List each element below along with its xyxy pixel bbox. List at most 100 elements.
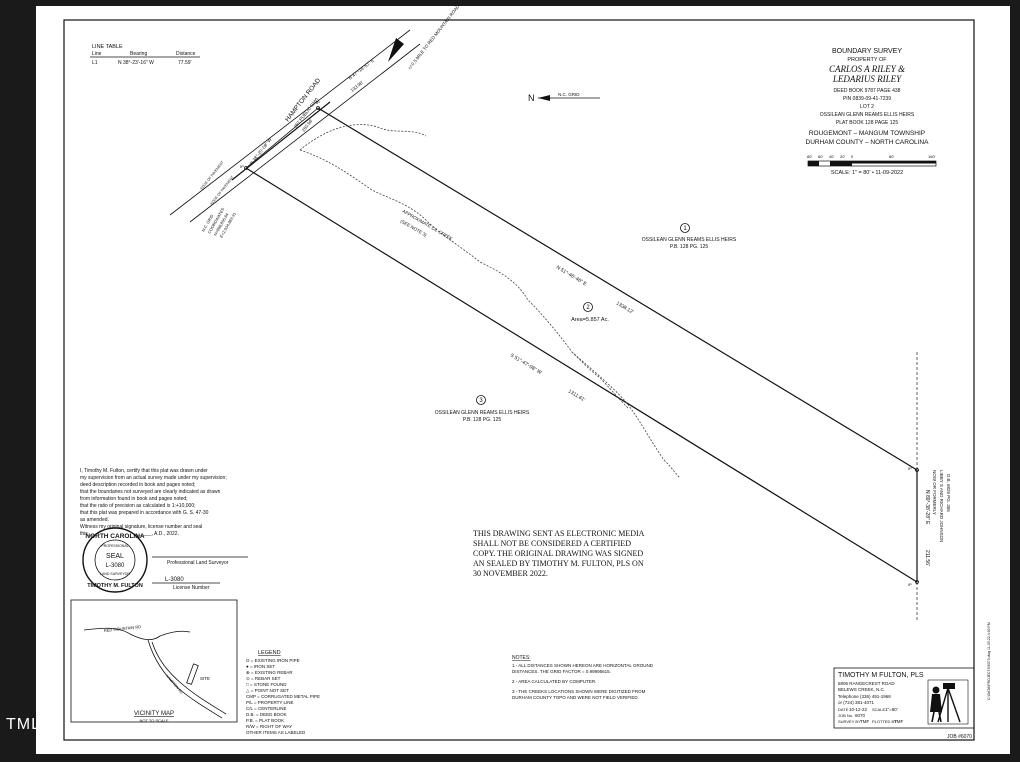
lot-labels: 1 OSSILEAN GLENN REAMS ELLIS HEIRS P.B. … xyxy=(435,223,737,423)
certification-line: as amended. xyxy=(80,517,109,523)
title-lot: LOT 2 xyxy=(860,104,874,110)
lot-3-number: 3 xyxy=(479,398,483,404)
line-table-header-line: Line xyxy=(92,51,102,57)
scale-tick-label: 20' xyxy=(840,154,845,159)
seal-number: L-3080 xyxy=(106,563,125,569)
scale-tick-label: 40' xyxy=(829,154,834,159)
date-value: 10-12-22 xyxy=(849,707,868,712)
lot-2-circle xyxy=(583,302,593,312)
line-table-cell-bearing: N 38°-23'-16" W xyxy=(118,60,154,66)
title-county: DURHAM COUNTY – NORTH CAROLINA xyxy=(806,139,930,146)
vicinity-site-label: SITE xyxy=(200,676,210,681)
seal-professional: PROFESSIONAL xyxy=(101,544,128,548)
title-heading: BOUNDARY SURVEY xyxy=(832,48,902,55)
parcel-boundary: IP IP N 51°-46'-46" E 1338.12' S 51°-47'… xyxy=(245,107,951,620)
date-label: DATE xyxy=(838,707,849,712)
surveyor-address: BELEWS CREEK, N.C. xyxy=(838,687,885,692)
note-line: DURHAM COUNTY TOPO AND WERE NOT FIELD VE… xyxy=(512,695,639,700)
lot-3-name: OSSILEAN GLENN REAMS ELLIS HEIRS xyxy=(435,410,530,416)
legend-item: R/W = RIGHT OF WAY xyxy=(246,724,292,729)
lot-2-area: Area=5.857 Ac. xyxy=(571,317,609,323)
line-table-cell-line: L1 xyxy=(92,60,98,66)
road-edge-pavement xyxy=(169,29,411,216)
certification-line: that this plat was prepared in accordanc… xyxy=(80,510,209,516)
vicinity-map-subtitle: NOT TO SCALE xyxy=(139,718,168,723)
iron-pipe-label: IP xyxy=(908,582,912,587)
scale-bar-segment xyxy=(808,161,819,166)
vicinity-map-frame xyxy=(70,599,238,723)
north-property-line xyxy=(317,107,918,471)
line-table-title: LINE TABLE xyxy=(92,44,123,50)
job-label: JOB No. xyxy=(838,713,853,718)
iron-pipe-label: IP xyxy=(240,164,244,169)
title-heirs: OSSILEAN GLENN REAMS ELLIS HEIRS xyxy=(820,112,915,118)
legend: LEGEND O = EXISTING IRON PIPE ● = IRON S… xyxy=(246,650,320,735)
scale-tick-label: 80' xyxy=(807,154,812,159)
legend-title: LEGEND xyxy=(258,650,281,656)
title-block: BOUNDARY SURVEY PROPERTY OF CARLOS A RIL… xyxy=(806,48,937,176)
legend-item: ⊕ = EXISTING REBAR xyxy=(246,670,293,675)
title-owner-2: LEDARIUS RILEY xyxy=(832,74,902,84)
existing-iron-pipe xyxy=(915,468,919,472)
plotted-by-value: TMF xyxy=(894,719,903,724)
legend-item: OTHER ITEMS AS LABELED xyxy=(246,730,306,735)
lot-1-number: 1 xyxy=(683,226,687,232)
legend-item: ⊙ = REBAR SET xyxy=(246,676,281,681)
lot-1-name: OSSILEAN GLENN REAMS ELLIS HEIRS xyxy=(642,237,737,243)
line-table-header-bearing: Bearing xyxy=(130,51,147,57)
vicinity-road-hampton xyxy=(147,639,223,719)
vicinity-road-hampton xyxy=(151,641,227,715)
scale-label: SCALE xyxy=(872,707,885,712)
scale-value: 1"=80' xyxy=(885,707,898,712)
existing-iron-pipe xyxy=(316,106,320,110)
note-line: 2 - AREA CALCULATED BY COMPUTER. xyxy=(512,679,596,684)
title-deed: DEED BOOK 9787 PAGE 438 xyxy=(834,88,901,94)
surveyor-logo-icon xyxy=(927,679,969,725)
scale-tick-label: 0 xyxy=(851,154,854,159)
plotted-by-label: PLOTTED BY xyxy=(872,719,897,724)
electronic-media-notice: THIS DRAWING SENT AS ELECTRONIC MEDIA SH… xyxy=(473,529,645,578)
drawing-border xyxy=(63,19,975,741)
job-value: 6070 xyxy=(855,713,866,718)
legend-item: ● = IRON SET xyxy=(246,664,275,669)
north-arrow-head xyxy=(538,95,550,101)
existing-iron-pipe xyxy=(915,580,919,584)
graphic-scale: 80' 60' 40' 20' 0 80' 160' SCALE: 1" = 8… xyxy=(807,154,937,176)
vicinity-map-title: VICINITY MAP xyxy=(134,711,174,717)
notes-title: NOTES: xyxy=(512,655,531,661)
notice-line: 30 NOVEMBER 2022. xyxy=(473,569,548,578)
rear-line-bearing: N 89°-38'-28" E xyxy=(924,490,930,525)
certification-line: from information found in book and pages… xyxy=(80,496,188,502)
line-table-cell-distance: 77.59' xyxy=(178,60,192,66)
notice-line: COPY. THE ORIGINAL DRAWING WAS SIGNED xyxy=(473,549,643,558)
signature-label: Professional Land Surveyor xyxy=(167,560,229,566)
legend-item: CMP = CORRUGATED METAL PIPE xyxy=(246,694,320,699)
certification-line: my supervision from an actual survey mad… xyxy=(80,475,227,481)
legend-item: P/L = PROPERTY LINE xyxy=(246,700,294,705)
surveyor-block-frame xyxy=(833,667,975,729)
seal-name: TIMOTHY M. FULTON xyxy=(87,583,143,589)
lot-2-number: 2 xyxy=(586,305,590,311)
license-label: License Number xyxy=(173,585,210,591)
survey-by-value: TMF xyxy=(860,719,869,724)
legend-item: D.B. = DEED BOOK xyxy=(246,712,287,717)
iron-pipe-label: IP xyxy=(908,466,912,471)
line-table: LINE TABLE Line Bearing Distance L1 N 38… xyxy=(90,44,200,66)
surveyor-name: TIMOTHY M FULTON, PLS xyxy=(838,672,924,679)
surveyor-phone: Telephone (336) 491-1968 xyxy=(838,694,891,699)
legend-item: O = EXISTING IRON PIPE xyxy=(246,658,300,663)
adjoiner-label: D.B. 6826 PG. 355 xyxy=(946,474,951,512)
scale-tick-label: 80' xyxy=(889,154,894,159)
note-line: DISTANCES. THE GRID FACTOR = 0.99995615. xyxy=(512,669,611,674)
rear-line-distance: 211.56' xyxy=(924,550,930,566)
certification-line: that the boundaries not surveyed are cle… xyxy=(80,489,221,495)
creek-branch xyxy=(571,351,629,409)
legend-item: P.B. = PLAT BOOK xyxy=(246,718,284,723)
road-frontage-line xyxy=(245,107,319,169)
lot-1-plat: P.B. 128 PG. 125 xyxy=(670,244,708,250)
legend-item: □ = STONE FOUND xyxy=(246,682,287,687)
certification-line: deed description recorded in book and pa… xyxy=(80,482,195,488)
lot-1-circle xyxy=(680,223,690,233)
iron-pipe-label: IP xyxy=(316,100,320,105)
seal-inner-ring xyxy=(94,539,136,581)
